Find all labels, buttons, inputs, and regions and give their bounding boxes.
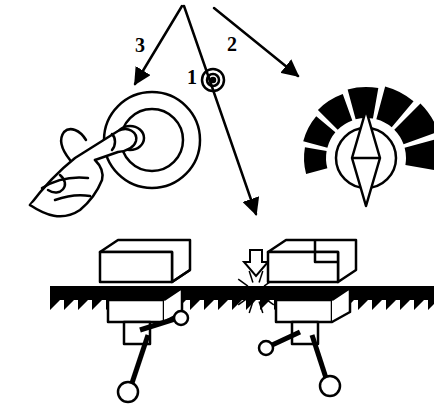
left-clamp — [100, 240, 190, 402]
dial-knob — [336, 110, 396, 206]
hand — [30, 129, 136, 216]
arrow-1 — [184, 6, 256, 214]
contact-arrow — [244, 250, 268, 276]
callout-number: 3 — [134, 34, 146, 56]
callout-number: 2 — [226, 33, 238, 55]
callout-number: 1 — [186, 66, 198, 88]
right-clamp — [259, 240, 356, 396]
arrow-2 — [214, 8, 298, 76]
arrow-3 — [135, 6, 182, 84]
indicator-symbol — [202, 69, 224, 91]
